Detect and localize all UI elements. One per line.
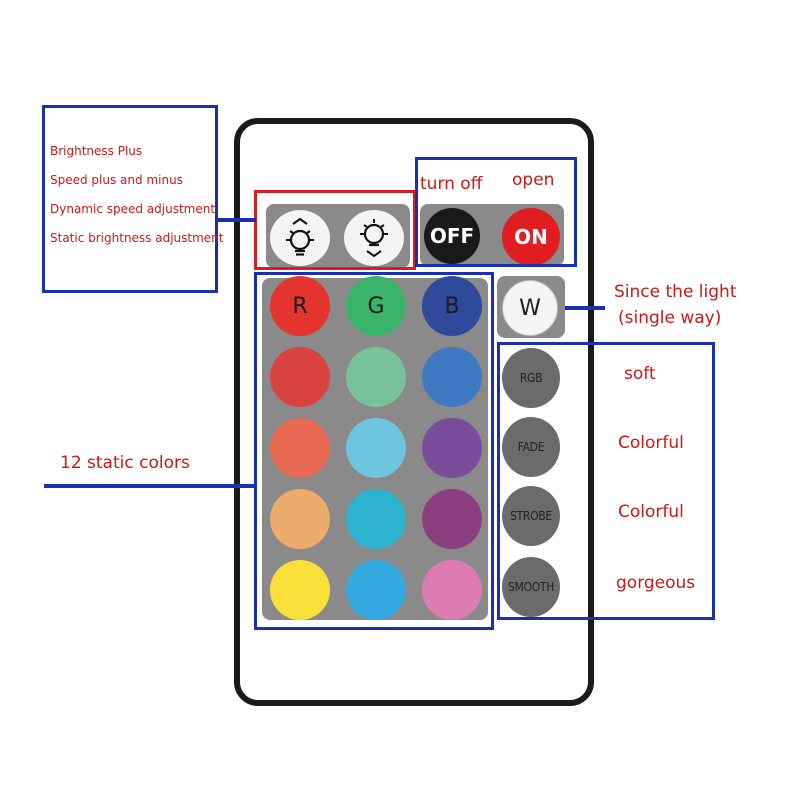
mode-fade-button[interactable]: FADE: [502, 417, 560, 477]
red-button[interactable]: R: [270, 276, 330, 336]
mode-fade-description: Colorful: [618, 433, 684, 453]
static-color-button-r3-c1[interactable]: [270, 489, 330, 549]
mode-rgb-description: soft: [624, 364, 656, 384]
white-label-line1: Since the light: [614, 282, 737, 302]
brightness-up-button[interactable]: [270, 210, 330, 266]
turn-off-label: turn off: [420, 174, 483, 194]
static-color-button-r4-c3[interactable]: [422, 560, 482, 620]
static-color-button-r3-c3[interactable]: [422, 489, 482, 549]
legend-connector-line: [218, 218, 256, 222]
mode-smooth-description: gorgeous: [616, 573, 696, 593]
legend-box: [42, 105, 218, 293]
brightness-highlight-box: [254, 190, 416, 270]
on-button[interactable]: ON: [502, 208, 560, 266]
mode-smooth-button[interactable]: SMOOTH: [502, 557, 560, 617]
off-button[interactable]: OFF: [424, 208, 480, 264]
modes-highlight-box: [497, 342, 715, 620]
white-connector-line: [565, 306, 605, 310]
mode-strobe-button[interactable]: STROBE: [502, 486, 560, 546]
legend-item-brightness-plus: Brightness Plus: [50, 144, 143, 158]
color-grid-highlight-box: [254, 272, 494, 630]
legend-item-static-brightness: Static brightness adjustment: [50, 231, 224, 245]
mode-strobe-description: Colorful: [618, 502, 684, 522]
bulb-down-icon: [360, 219, 388, 258]
green-button[interactable]: G: [346, 276, 406, 336]
static-color-button-r1-c2[interactable]: [346, 347, 406, 407]
mode-rgb-button[interactable]: RGB: [502, 348, 560, 408]
bulb-up-icon: [286, 217, 314, 256]
brightness-down-button[interactable]: [344, 210, 404, 266]
white-button[interactable]: W: [502, 280, 558, 336]
static-color-button-r1-c1[interactable]: [270, 347, 330, 407]
white-label-line2: (single way): [618, 308, 722, 328]
open-label: open: [512, 170, 555, 190]
static-color-button-r2-c2[interactable]: [346, 418, 406, 478]
static-color-button-r2-c3[interactable]: [422, 418, 482, 478]
static-color-button-r4-c2[interactable]: [346, 560, 406, 620]
static-color-button-r1-c3[interactable]: [422, 347, 482, 407]
power-highlight-box: [415, 157, 577, 267]
blue-button[interactable]: B: [422, 276, 482, 336]
legend-item-speed: Speed plus and minus: [50, 173, 183, 187]
static-colors-label: 12 static colors: [60, 453, 190, 473]
static-color-button-r3-c2[interactable]: [346, 489, 406, 549]
static-colors-connector-line: [44, 484, 256, 488]
static-color-button-r2-c1[interactable]: [270, 418, 330, 478]
static-color-button-r4-c1[interactable]: [270, 560, 330, 620]
legend-item-dynamic-speed: Dynamic speed adjustment: [50, 202, 216, 216]
